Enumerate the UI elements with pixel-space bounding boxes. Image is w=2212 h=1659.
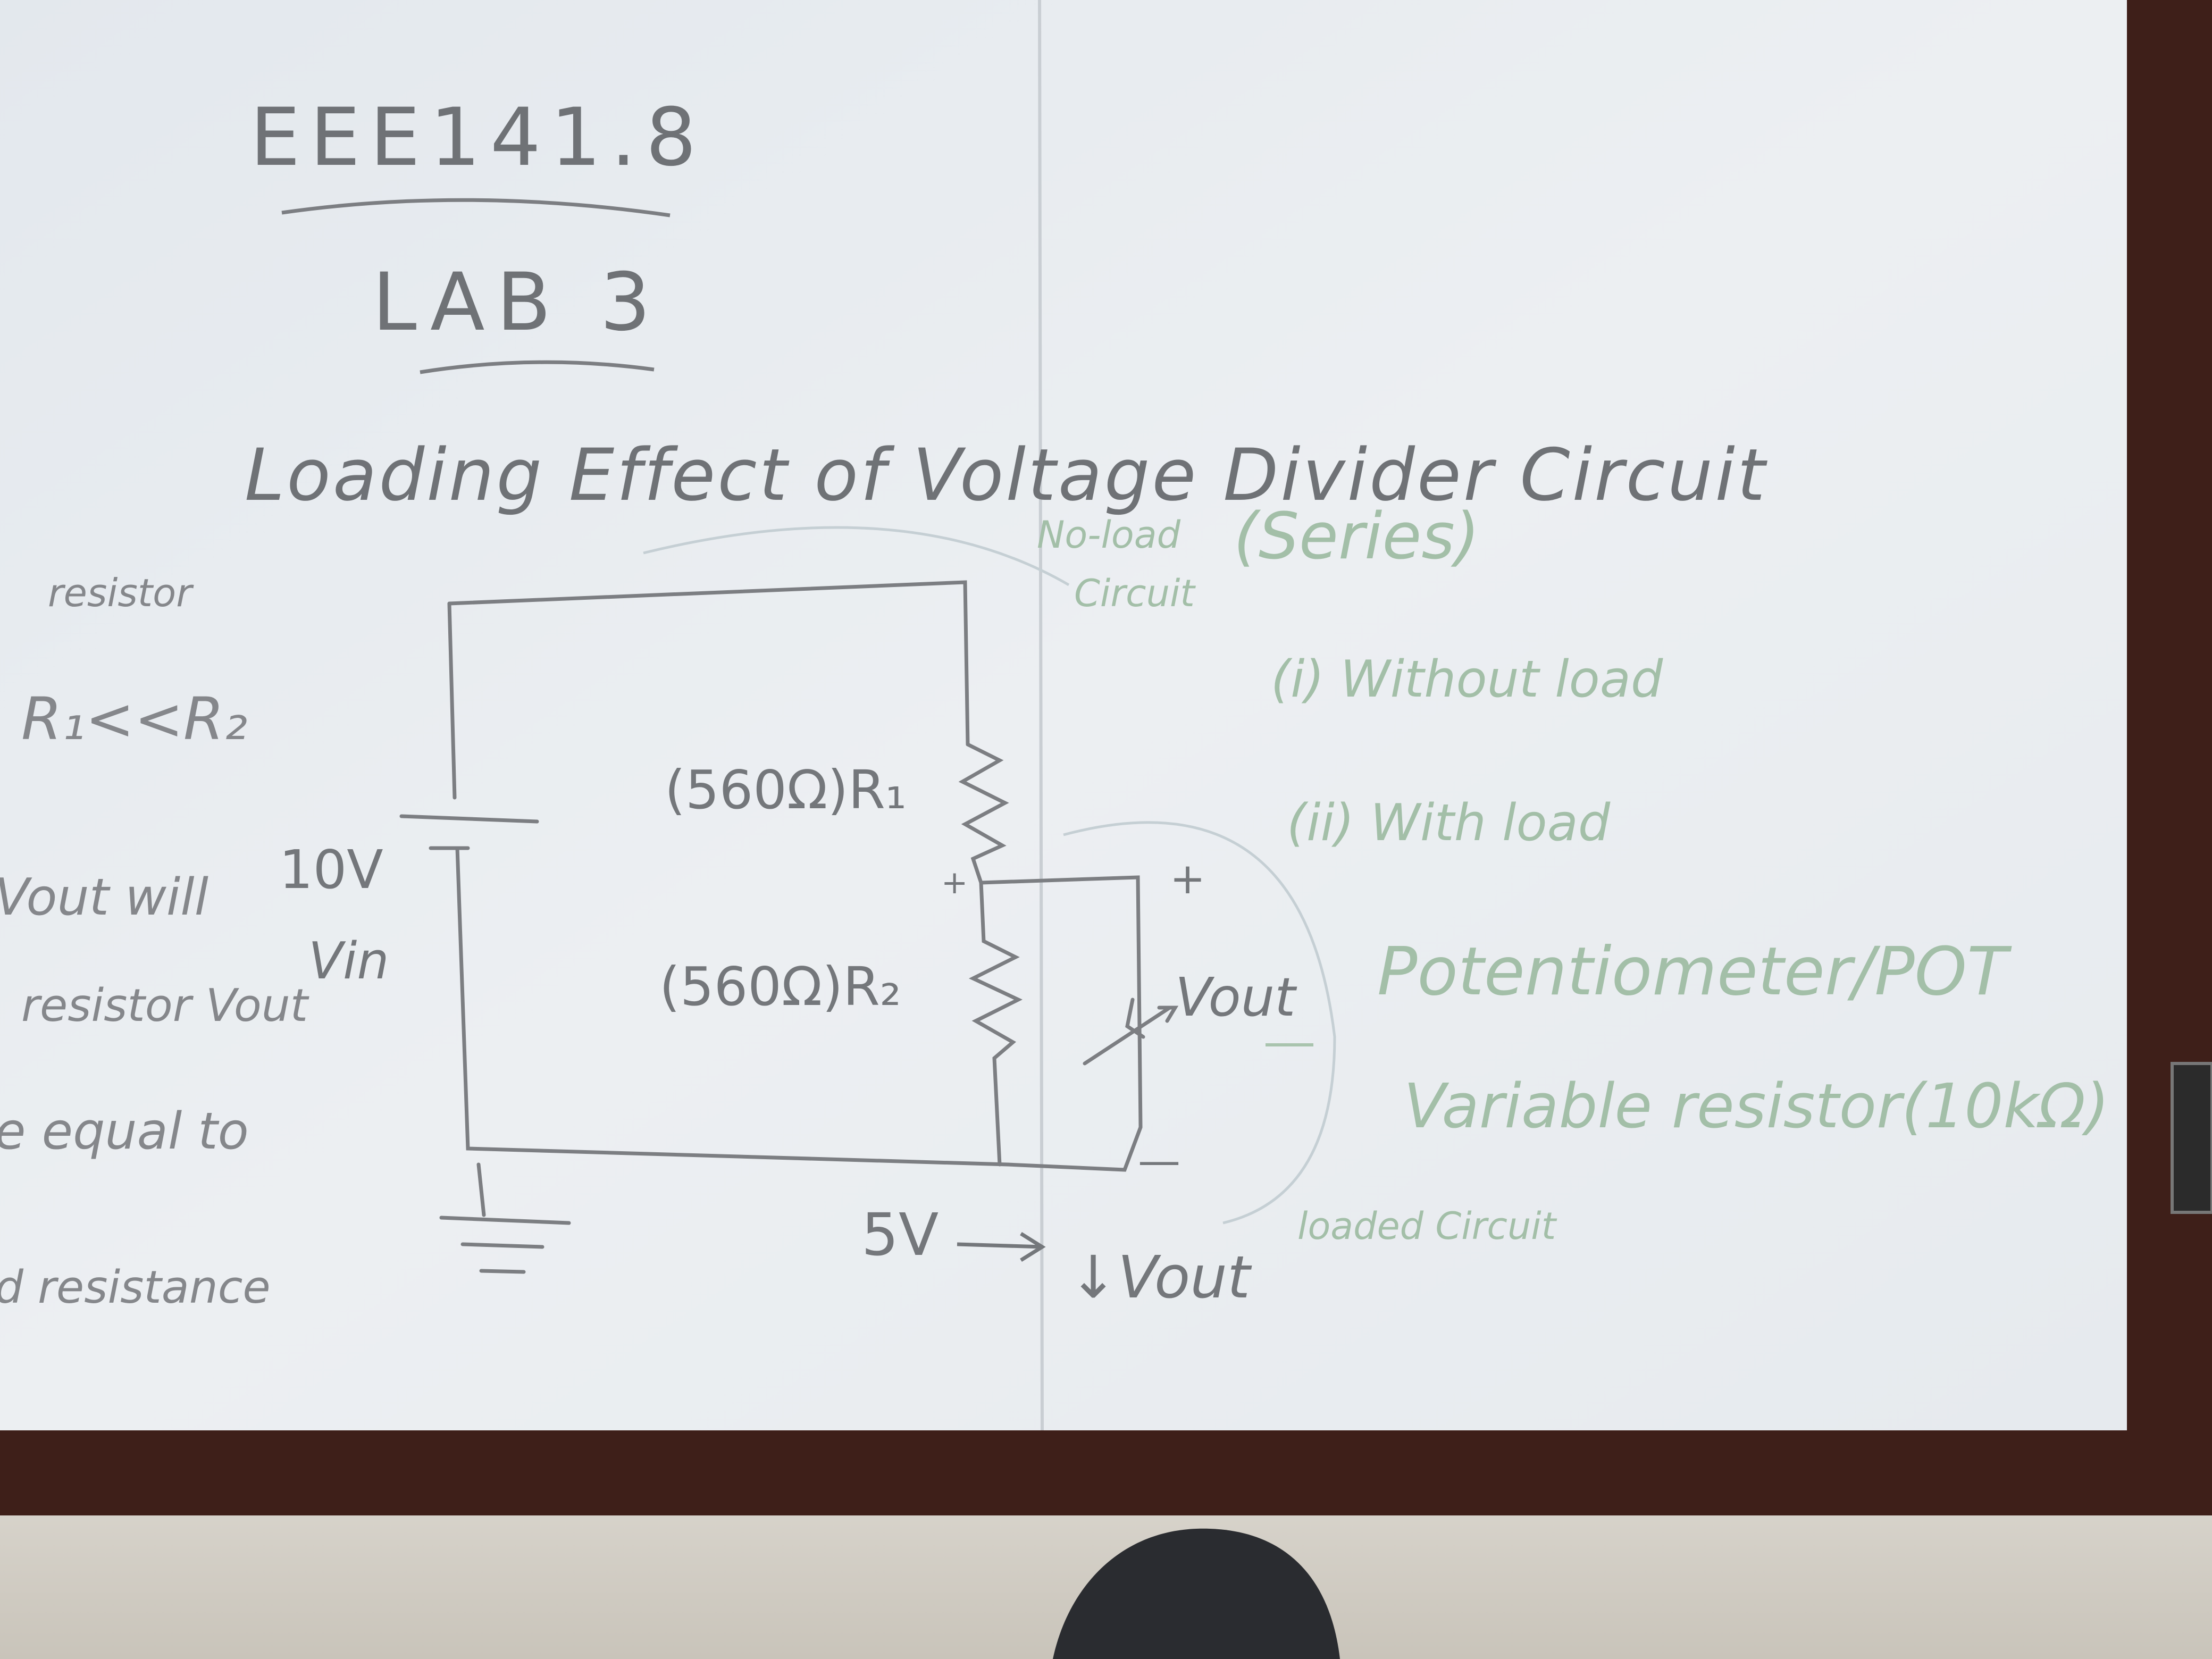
variable-resistor-label: Variable resistor(10kΩ)	[1404, 1071, 2109, 1142]
r1-label: (560Ω)R₁	[665, 759, 907, 821]
output-minus: —	[1138, 1136, 1180, 1185]
lab-title-underline	[420, 360, 655, 374]
no-load-label: No-load	[1037, 513, 1181, 557]
series-label: (Series)	[1234, 500, 1480, 574]
output-value: 5V	[861, 1201, 939, 1269]
left-note-6: d resistance	[0, 1261, 271, 1314]
left-note-1: resistor	[48, 571, 194, 615]
course-code: EEE141.8	[250, 91, 706, 184]
left-note-3: Vout will	[0, 868, 208, 927]
left-note-4: resistor Vout	[21, 979, 309, 1032]
source-voltage: 10V	[279, 839, 383, 901]
with-load-item: (ii) With load	[1287, 794, 1611, 852]
left-note-2: R₁<<R₂	[21, 685, 247, 753]
board-clip	[2171, 1062, 2212, 1214]
voltage-divider-circuit	[399, 580, 1179, 1274]
lab-title: LAB 3	[372, 256, 663, 349]
course-code-underline	[281, 198, 671, 217]
whiteboard-surface	[0, 0, 2127, 1430]
source-label: Vin	[308, 932, 389, 991]
output-label: Vout	[1175, 966, 1297, 1028]
output-arrow-label: ↓Vout	[1069, 1243, 1252, 1311]
board-seam	[1038, 0, 1044, 1431]
output-plus: +	[1170, 854, 1205, 903]
loaded-circuit-label: loaded Circuit	[1297, 1204, 1557, 1248]
topic-heading: Loading Effect of Voltage Divider Circui…	[245, 433, 1768, 517]
faint-loops	[643, 526, 1336, 1225]
without-load-item: (i) Without load	[1271, 650, 1663, 709]
r2-label: (560Ω)R₂	[659, 956, 901, 1018]
chair-back	[1053, 1528, 1340, 1659]
left-note-5: e equal to	[0, 1102, 249, 1161]
potentiometer-label: Potentiometer/POT	[1377, 933, 2012, 1010]
node-plus: +	[941, 864, 968, 901]
circuit-word: Circuit	[1074, 572, 1196, 615]
output-arrow	[957, 1232, 1046, 1262]
